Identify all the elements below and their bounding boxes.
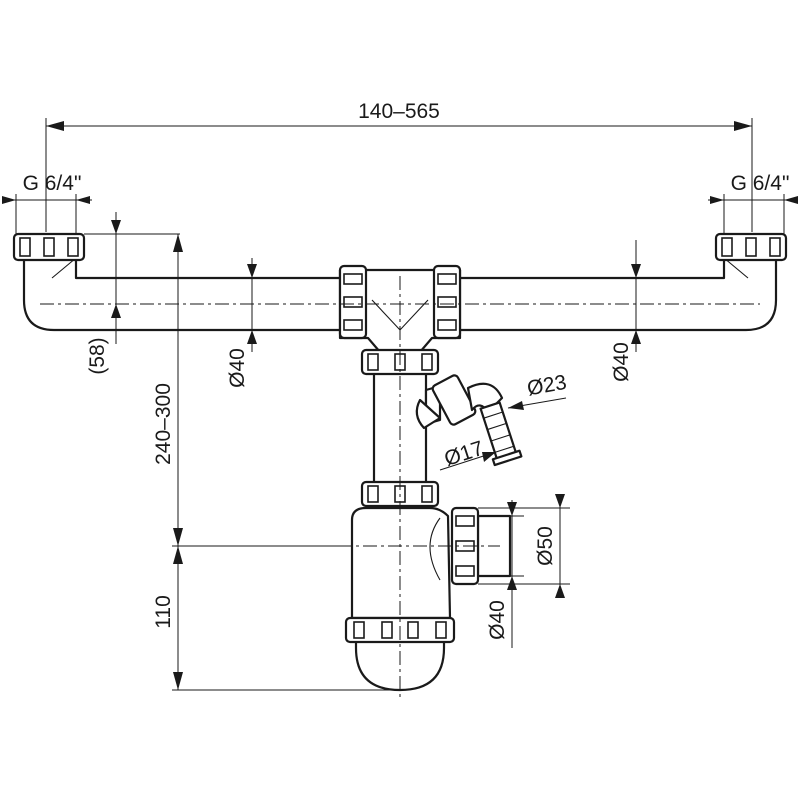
thread-left-label: G 6/4" <box>23 172 82 195</box>
left-inlet-nut <box>12 232 86 262</box>
thread-right-label: G 6/4" <box>731 172 790 195</box>
overall-width-label: 140–565 <box>358 100 440 123</box>
dimension-overall-width <box>45 118 753 232</box>
dimension-hose-d23 <box>507 397 567 410</box>
dimension-height-240-300 <box>172 234 338 547</box>
dimension-pipe-right-d40 <box>631 240 641 352</box>
offset-58-label: (58) <box>86 337 109 374</box>
tee-right-nut <box>432 264 462 340</box>
dimension-outlet-d40 <box>507 500 524 648</box>
tee-left-nut <box>338 264 368 340</box>
dimension-thread-right <box>708 194 798 234</box>
center-lines <box>40 276 760 700</box>
hose-d17-label: Ø17 <box>442 437 487 471</box>
dimension-height-110 <box>172 546 400 691</box>
dimension-offset-58 <box>84 212 180 344</box>
dimension-thread-left <box>2 194 92 234</box>
height-240-300-label: 240–300 <box>152 383 175 465</box>
hose-d23-label: Ø23 <box>525 371 568 401</box>
dimension-hose-d17 <box>439 451 497 471</box>
right-inlet-nut <box>714 232 788 262</box>
pipe-right-d40-label: Ø40 <box>610 342 633 382</box>
dimension-outlet-d50 <box>478 494 570 598</box>
hose-connector <box>415 374 523 467</box>
pipe-left-d40-label: Ø40 <box>226 348 249 388</box>
dimension-pipe-left-d40 <box>247 258 257 352</box>
height-110-label: 110 <box>152 595 175 628</box>
bottle-trap <box>350 506 512 692</box>
outlet-d50-label: Ø50 <box>534 526 557 566</box>
outlet-d40-label: Ø40 <box>486 600 509 640</box>
